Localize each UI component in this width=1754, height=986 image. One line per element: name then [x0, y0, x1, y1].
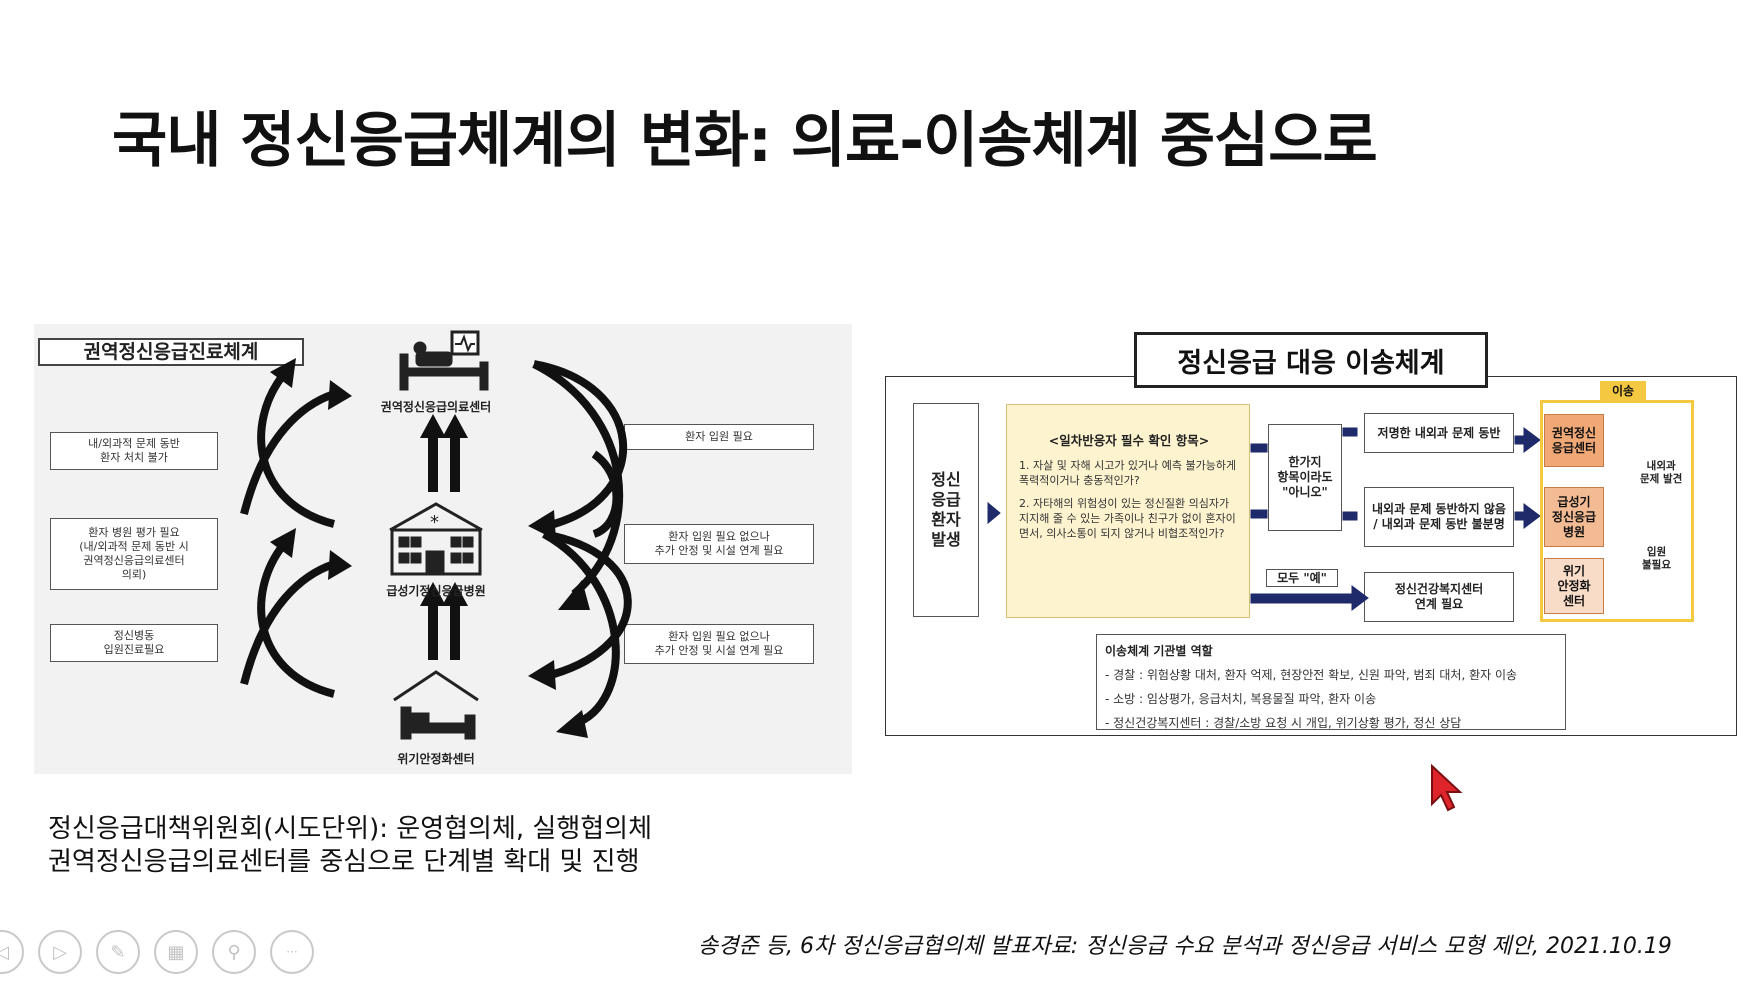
- left-box-1: 내/외과적 문제 동반 환자 처치 불가: [50, 432, 218, 470]
- left-curved-arrows: [240, 371, 336, 698]
- all-yes-label: 모두 "예": [1266, 569, 1338, 587]
- agency-roles-box: 이송체계 기관별 역할 - 경찰 : 위험상황 대처, 환자 억제, 현장안전 …: [1096, 634, 1566, 730]
- checklist-item-1: 1. 자살 및 자해 시고가 있거나 예측 불가능하게 폭력적이거나 충동적인가…: [1019, 459, 1237, 487]
- slides-icon[interactable]: ▦: [154, 930, 198, 974]
- regional-care-title: 권역정신응급진료체계: [38, 338, 304, 366]
- side-note-medical-found: 내외과 문제 발견: [1640, 460, 1683, 485]
- arrow-to-no-2: [1250, 509, 1268, 519]
- presentation-toolbar: ◁ ▷ ✎ ▦ ⚲ ···: [0, 930, 314, 976]
- hospital-building-icon: *: [389, 502, 483, 576]
- left-curved-arrowheads: [270, 358, 352, 580]
- left-diagram-graphics: *: [240, 330, 632, 740]
- bottom-notes: 정신응급대책위원회(시도단위): 운영협의체, 실행협의체 권역정신응급의료센터…: [48, 813, 652, 879]
- any-no-box: 한가지 항목이라도 "아니오": [1268, 424, 1342, 531]
- slide-title: 국내 정신응급체계의 변화: 의료-이송체계 중심으로: [112, 106, 1378, 176]
- left-box-3: 정신병동 입원진료필요: [50, 624, 218, 662]
- transport-system-title: 정신응급 대응 이송체계: [1134, 332, 1488, 388]
- previous-icon[interactable]: ◁: [0, 930, 24, 974]
- checklist-item-2: 2. 자타해의 위험성이 있는 정신질환 의심자가 지지해 줄 수 있는 가족이…: [1019, 497, 1236, 540]
- svg-text:*: *: [430, 512, 439, 533]
- route-medical-issue: 저명한 내외과 문제 동반: [1364, 413, 1514, 453]
- node-crisis-center-label: 위기안정화센터: [397, 752, 475, 766]
- next-icon[interactable]: ▷: [38, 930, 82, 974]
- regional-care-diagram: 권역정신응급진료체계 내/외과적 문제 동반 환자 처치 불가 환자 병원 평가…: [34, 324, 852, 774]
- more-icon[interactable]: ···: [270, 930, 314, 974]
- bottom-note-1: 정신응급대책위원회(시도단위): 운영협의체, 실행협의체: [48, 814, 653, 844]
- destination-regional-center: 권역정신 응급센터: [1544, 414, 1604, 467]
- patient-occurrence-box: 정신 응급 환자 발생: [913, 403, 979, 617]
- role-police: - 경찰 : 위험상황 대처, 환자 억제, 현장안전 확보, 신원 파악, 범…: [1105, 668, 1518, 682]
- route-no-medical-issue: 내외과 문제 동반하지 않음 / 내외과 문제 동반 불분명: [1364, 487, 1514, 547]
- arrow-occurrence: [987, 501, 1001, 525]
- arrow-yes: [1250, 593, 1356, 604]
- bottom-note-2: 권역정신응급의료센터를 중심으로 단계별 확대 및 진행: [48, 847, 640, 877]
- right-box-3: 환자 입원 필요 없으나 추가 안정 및 시설 연계 필요: [624, 624, 814, 664]
- right-curved-arrowheads: [528, 510, 590, 738]
- hospital-bed-icon: [399, 330, 489, 391]
- pen-icon[interactable]: ✎: [96, 930, 140, 974]
- right-box-1: 환자 입원 필요: [624, 424, 814, 450]
- role-mental-health-center: - 정신건강복지센터 : 경찰/소방 요청 시 개입, 위기상황 평가, 정신 …: [1105, 716, 1462, 730]
- house-bed-icon: [393, 670, 479, 740]
- zoom-icon[interactable]: ⚲: [212, 930, 256, 974]
- destination-crisis-center: 위기 안정화 센터: [1544, 558, 1604, 614]
- upward-arrows: [420, 414, 468, 660]
- roles-title: 이송체계 기관별 역할: [1105, 644, 1213, 658]
- first-responder-checklist: <일차반응자 필수 확인 항목> 1. 자살 및 자해 시고가 있거나 예측 불…: [1006, 404, 1250, 618]
- side-note-no-admission: 입원 불필요: [1642, 546, 1671, 571]
- destination-acute-hospital: 급성기 정신응급 병원: [1544, 487, 1604, 547]
- dispatch-tag: 이송: [1600, 381, 1646, 400]
- role-fire: - 소방 : 임상평가, 응급처치, 복용물질 파악, 환자 이송: [1105, 692, 1377, 706]
- left-box-2: 환자 병원 평가 필요 (내/외과적 문제 동반 시 권역정신응급의료센터 의뢰…: [50, 518, 218, 590]
- citation: 송경준 등, 6차 정신응급협의체 발표자료: 정신응급 수요 분석과 정신응급…: [698, 934, 1672, 959]
- arrow-to-no-1: [1250, 443, 1268, 453]
- node-acute-hospital-label: 급성기정신응급병원: [386, 584, 486, 598]
- checklist-heading: <일차반응자 필수 확인 항목>: [1048, 433, 1210, 448]
- right-box-2: 환자 입원 필요 없으나 추가 안정 및 시설 연계 필요: [624, 524, 814, 564]
- mouse-pointer-icon: [1431, 764, 1463, 812]
- right-curved-arrows: [532, 360, 632, 728]
- node-regional-center-label: 권역정신응급의료센터: [380, 400, 492, 414]
